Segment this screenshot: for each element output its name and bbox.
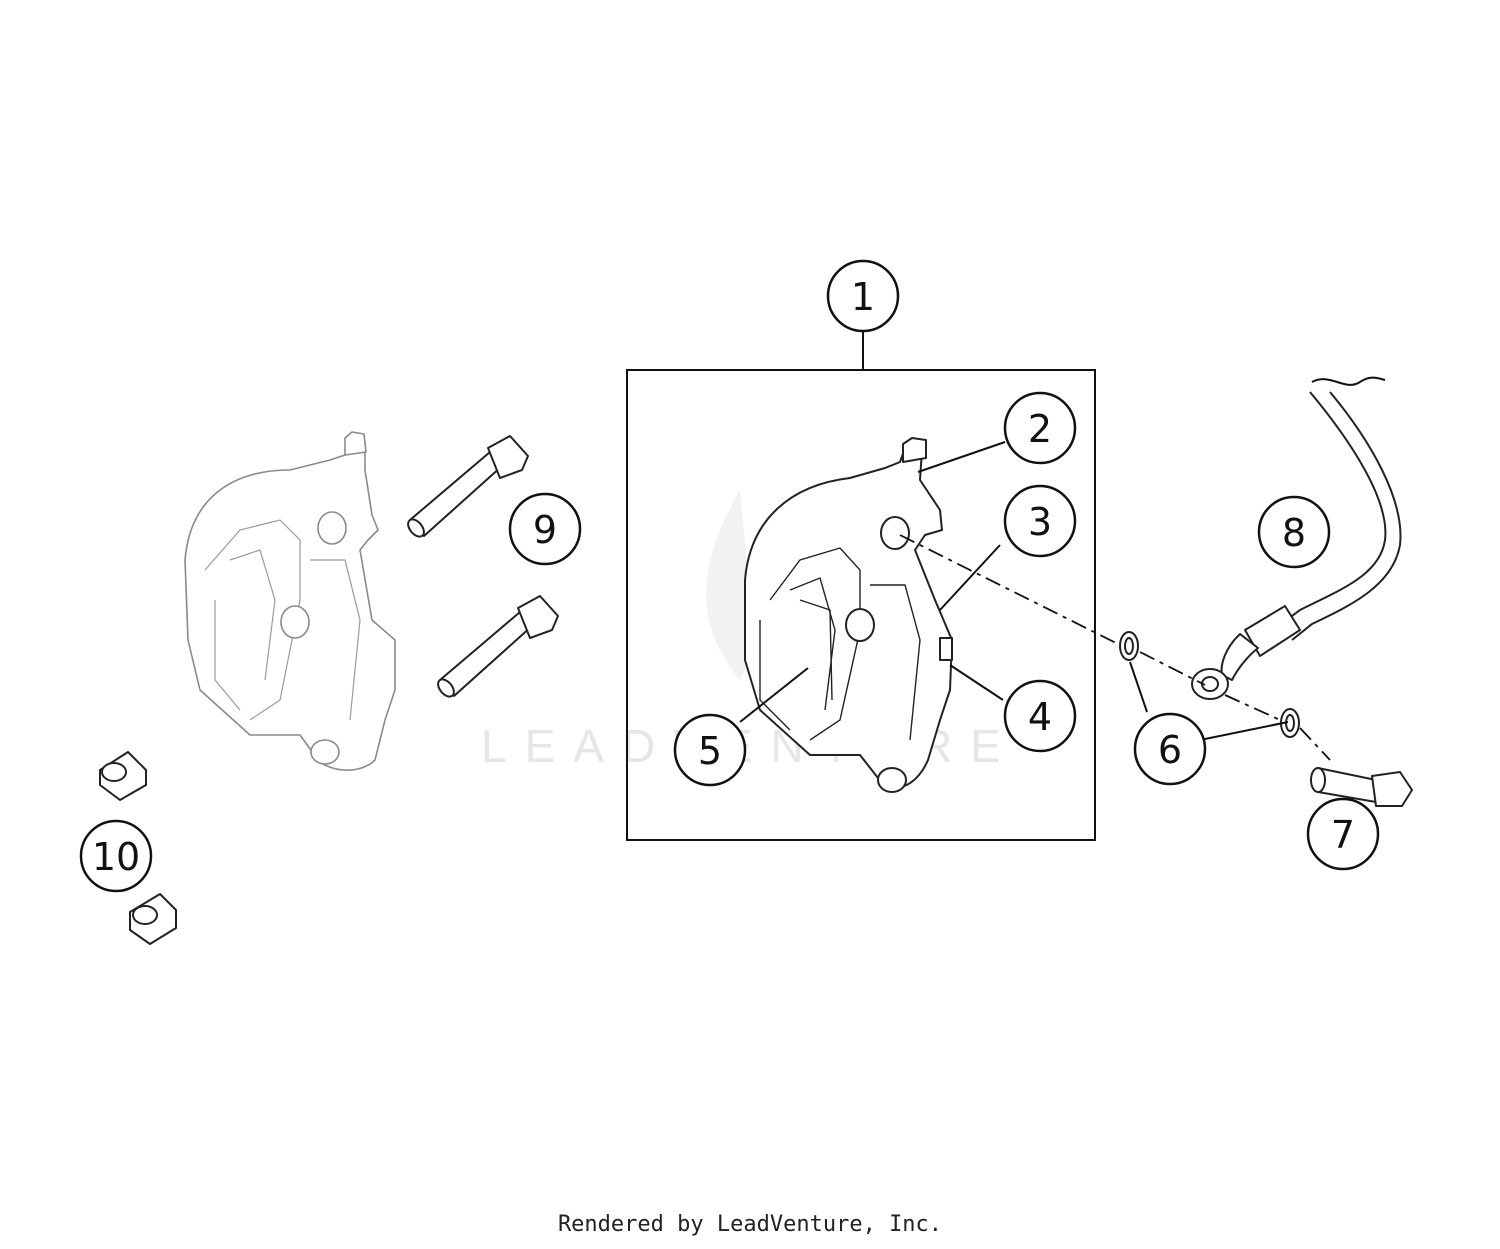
callout-8: 8 [1257,495,1331,569]
callout-2-label: 2 [1028,407,1052,451]
callout-5: 5 [673,713,747,787]
assembly-axis-line [899,534,1331,761]
callout-7-label: 7 [1331,813,1355,857]
render-credit: Rendered by LeadVenture, Inc. [557,1212,943,1237]
leader-lines [739,331,1289,741]
callout-5-label: 5 [698,729,722,773]
callout-8-label: 8 [1282,511,1306,555]
callout-10-label: 10 [92,835,140,879]
callout-6: 6 [1133,712,1207,786]
kit-box [626,369,1096,841]
callout-4-label: 4 [1028,695,1052,739]
callout-3-label: 3 [1028,500,1052,544]
mounting-bolts [407,435,559,698]
sealing-washers [1119,631,1300,738]
callout-4: 4 [1003,679,1077,753]
main-brake-caliper [744,437,953,793]
brake-line [1191,376,1402,700]
callout-9: 9 [508,492,582,566]
callout-9-label: 9 [533,508,557,552]
callout-7: 7 [1306,797,1380,871]
callout-3: 3 [1003,484,1077,558]
callout-1: 1 [826,259,900,333]
left-brake-caliper [184,431,396,771]
callout-10: 10 [79,819,153,893]
spacers [99,751,177,945]
callout-6-label: 6 [1158,728,1182,772]
callout-2: 2 [1003,391,1077,465]
callout-1-label: 1 [851,275,875,319]
banjo-bolt [1310,767,1413,807]
